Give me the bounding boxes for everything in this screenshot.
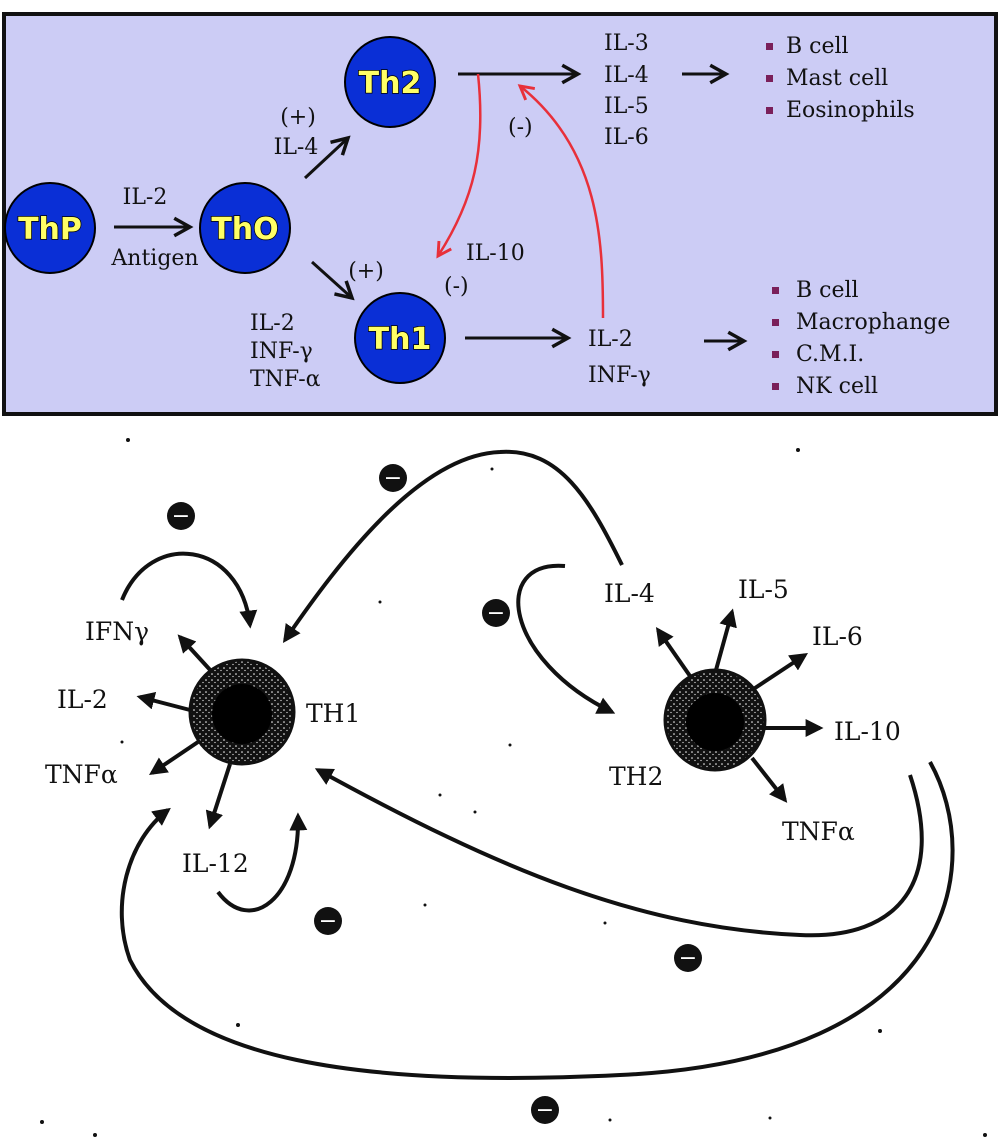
- minus-sign-icon: −: [531, 1096, 559, 1124]
- arrow-th0-to-th1: [310, 260, 352, 298]
- th1-product: INF-γ: [250, 339, 313, 364]
- cell-th2-label: Th2: [359, 66, 422, 101]
- th2-target: Mast cell: [786, 66, 888, 91]
- bottom-panel: TH1 TH2 IFNγ IL-2 TNFα IL-12 IL-4 IL-5 I…: [40, 438, 987, 1137]
- th1-product: TNF-α: [250, 367, 321, 392]
- minus-sign-icon: −: [482, 599, 510, 627]
- th1-product-il2: IL-2: [57, 685, 108, 714]
- arrow-th1-il2: [136, 691, 191, 712]
- arrow-th1-ifn: [177, 634, 214, 674]
- bullet-icon: [766, 107, 773, 114]
- th2-product-il6: IL-6: [812, 622, 863, 651]
- loop-il10-to-th1: [314, 768, 924, 938]
- cell-th1-label: Th1: [369, 322, 432, 357]
- loop-il4-to-th1: [282, 449, 624, 643]
- arrow-th1-il12: [205, 763, 232, 830]
- loop-il10-to-tnf: [119, 761, 955, 1080]
- top-panel-background: [2, 12, 998, 416]
- arrow-th2-il6: [750, 653, 809, 692]
- th1-cell: [188, 658, 296, 766]
- th1-label: TH1: [306, 699, 360, 728]
- svg-text:−: −: [172, 504, 190, 529]
- loop-ifn-to-th1: [120, 551, 258, 629]
- th1-output: IL-2: [588, 327, 633, 352]
- th1-outputs: IL-2 INF-γ: [588, 327, 651, 388]
- arrow-th2-tnf: [750, 756, 788, 803]
- arrow-th2-il5: [714, 608, 737, 671]
- th2-targets: B cell Mast cell Eosinophils: [766, 34, 915, 123]
- minus-sign-icon: −: [379, 464, 407, 492]
- cell-th0: ThO: [199, 182, 291, 274]
- minus-sign-icon: −: [167, 502, 195, 530]
- cell-thp: ThP: [4, 182, 96, 274]
- th1-targets: B cell Macrophange C.M.I. NK cell: [772, 278, 950, 399]
- svg-text:−: −: [536, 1098, 554, 1123]
- arrow-th2-il4: [655, 627, 692, 678]
- thp-to-th0-upper-label: IL-2: [123, 185, 168, 210]
- feedback-th2-to-th1-sign: (-): [444, 274, 469, 299]
- th2-target: B cell: [786, 34, 849, 59]
- th2-outputs: IL-3 IL-4 IL-5 IL-6: [604, 31, 649, 150]
- bullet-icon: [772, 383, 779, 390]
- svg-text:−: −: [487, 601, 505, 626]
- svg-text:−: −: [384, 466, 402, 491]
- cell-th1: Th1: [354, 292, 446, 384]
- feedback-th1-to-th2-sign: (-): [508, 115, 533, 140]
- feedback-th2-to-th1: [438, 73, 482, 256]
- th2-product-il4: IL-4: [604, 579, 655, 608]
- feedback-th1-to-th2: [520, 86, 605, 319]
- loop-il12-to-th1: [216, 812, 308, 913]
- th2-output: IL-3: [604, 31, 649, 56]
- th2-target: Eosinophils: [786, 98, 915, 123]
- bullet-icon: [772, 287, 779, 294]
- minus-sign-icon: −: [314, 907, 342, 935]
- arrow-th1-tnf: [149, 740, 200, 776]
- th2-output: IL-5: [604, 94, 649, 119]
- th1-product-il12: IL-12: [182, 849, 249, 878]
- th1-target: Macrophange: [796, 310, 950, 335]
- th1-target: NK cell: [796, 374, 878, 399]
- th2-product-il10: IL-10: [834, 717, 901, 746]
- th1-output: INF-γ: [588, 363, 651, 388]
- cell-th0-label: ThO: [211, 212, 278, 247]
- cell-th2: Th2: [344, 36, 436, 128]
- th0-to-th1-sign: (+): [348, 259, 384, 284]
- th0-to-th2-label: IL-4: [274, 135, 319, 160]
- feedback-il10-label: IL-10: [466, 241, 525, 266]
- bullet-icon: [772, 351, 779, 358]
- th1-target: C.M.I.: [796, 342, 864, 367]
- minus-sign-icon: −: [674, 944, 702, 972]
- th1-product-tnf: TNFα: [45, 760, 118, 789]
- th0-to-th2-sign: (+): [280, 105, 316, 130]
- bullet-icon: [766, 43, 773, 50]
- th2-output: IL-6: [604, 125, 649, 150]
- th2-output: IL-4: [604, 63, 649, 88]
- svg-text:−: −: [319, 909, 337, 934]
- top-panel: ThP ThO Th2 Th1 IL-2 Antigen (+) IL-4 (+…: [2, 12, 998, 416]
- bullet-icon: [766, 75, 773, 82]
- th1-products: IL-2 INF-γ TNF-α: [250, 311, 321, 392]
- th1-product: IL-2: [250, 311, 295, 336]
- th2-product-il5: IL-5: [738, 575, 789, 604]
- th2-product-tnf: TNFα: [782, 817, 855, 846]
- arrow-th0-to-th2: [303, 138, 348, 180]
- speckle-dots: [40, 438, 987, 1137]
- th1-target: B cell: [796, 278, 859, 303]
- thp-to-th0-lower-label: Antigen: [110, 246, 198, 271]
- loop-il4-to-th2: [516, 563, 616, 714]
- th1-product-ifn: IFNγ: [85, 617, 149, 646]
- th2-cell: [663, 668, 767, 772]
- th2-label: TH2: [609, 762, 663, 791]
- cell-thp-label: ThP: [18, 212, 82, 247]
- bullet-icon: [772, 319, 779, 326]
- svg-text:−: −: [679, 946, 697, 971]
